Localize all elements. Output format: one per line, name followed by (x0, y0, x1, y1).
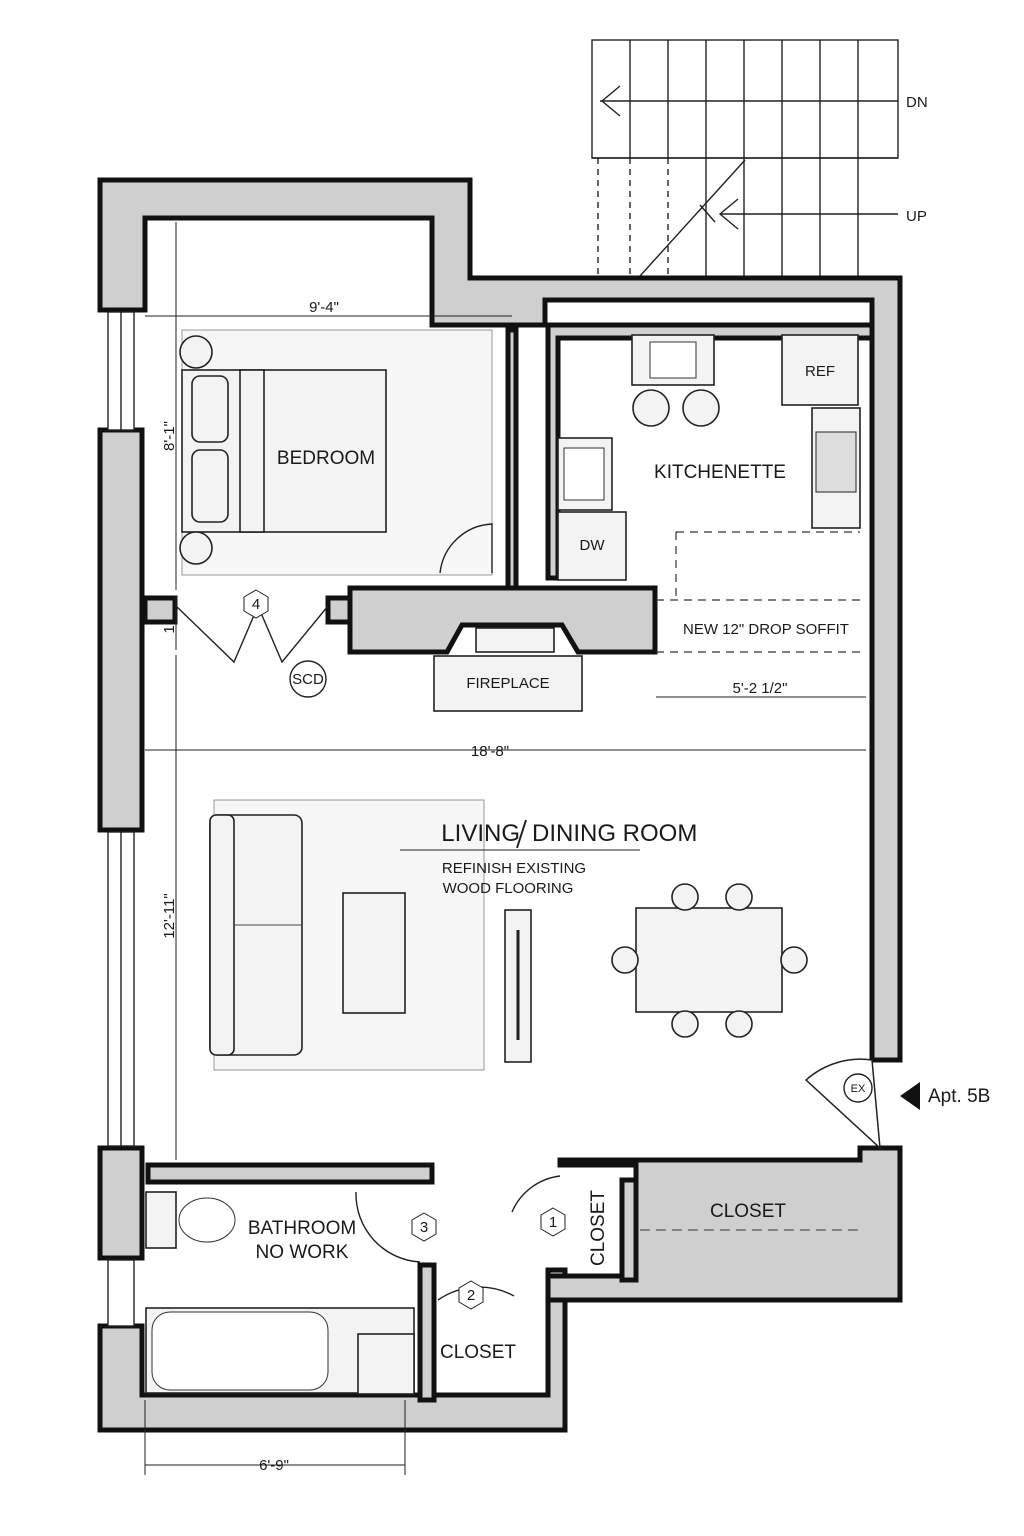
tag-2: 2 (467, 1287, 475, 1304)
dim-soffit-width: 5'-2 1/2" (733, 680, 788, 697)
ex-tag (843, 1073, 873, 1103)
fireplace-label: FIREPLACE (466, 675, 549, 692)
windows (107, 311, 135, 1327)
dining-label: DINING ROOM (532, 820, 697, 847)
dimension-lines (144, 222, 866, 1475)
dim-bath-width: 6'-9" (259, 1457, 289, 1474)
closet-hall-label: CLOSET (440, 1342, 516, 1363)
tag-3: 3 (420, 1219, 428, 1236)
bedroom-furniture: BEDROOM (179, 329, 493, 576)
kitchenette-label: KITCHENETTE (654, 462, 786, 483)
entry-arrow-icon (900, 1082, 920, 1110)
kitchenette-fixtures: REF DW KITCHENETTE NEW 12" DROP SOFFIT (557, 334, 866, 653)
stair-up-label: UP (906, 208, 927, 225)
soffit-note: NEW 12" DROP SOFFIT (683, 621, 849, 638)
stair: DN UP (591, 39, 928, 277)
scd-tag (289, 660, 327, 698)
floor-note-line2: WOOD FLOORING (443, 880, 574, 897)
bathroom-label: BATHROOM (248, 1218, 356, 1239)
apt-label: Apt. 5B (928, 1086, 990, 1107)
bedroom-label: BEDROOM (277, 448, 375, 469)
walls (97, 177, 903, 1433)
dim-living-height: 12'-11" (161, 893, 178, 938)
closets: CLOSET CLOSET CLOSET (437, 1175, 862, 1363)
ex-label: EX (851, 1083, 866, 1095)
dim-bedroom-width: 9'-4" (309, 299, 339, 316)
door-tags: 4 3 2 1 (243, 589, 566, 1310)
floor-note-line1: REFINISH EXISTING (442, 860, 586, 877)
dim-bedroom-height: 8'-1" (161, 421, 178, 451)
living-furniture: LIVING DINING ROOM REFINISH EXISTING WOO… (209, 799, 808, 1071)
living-label: LIVING (441, 820, 520, 847)
entry-door (804, 1058, 881, 1150)
closet-entry-label: CLOSET (588, 1190, 609, 1266)
tag-1: 1 (549, 1214, 557, 1231)
ref-label: REF (805, 363, 835, 380)
bathroom-fixtures: BATHROOM NO WORK (145, 1191, 421, 1395)
tag-4: 4 (252, 596, 260, 613)
bathroom-note: NO WORK (256, 1242, 349, 1263)
closet-large-label: CLOSET (710, 1201, 786, 1222)
scd-label: SCD (292, 671, 324, 688)
stair-dn-label: DN (906, 94, 928, 111)
fireplace-hearth (433, 655, 583, 712)
dim-one-foot: 1' (161, 622, 178, 633)
dim-living-width: 18'-8" (471, 743, 509, 760)
dw-label: DW (580, 537, 606, 554)
